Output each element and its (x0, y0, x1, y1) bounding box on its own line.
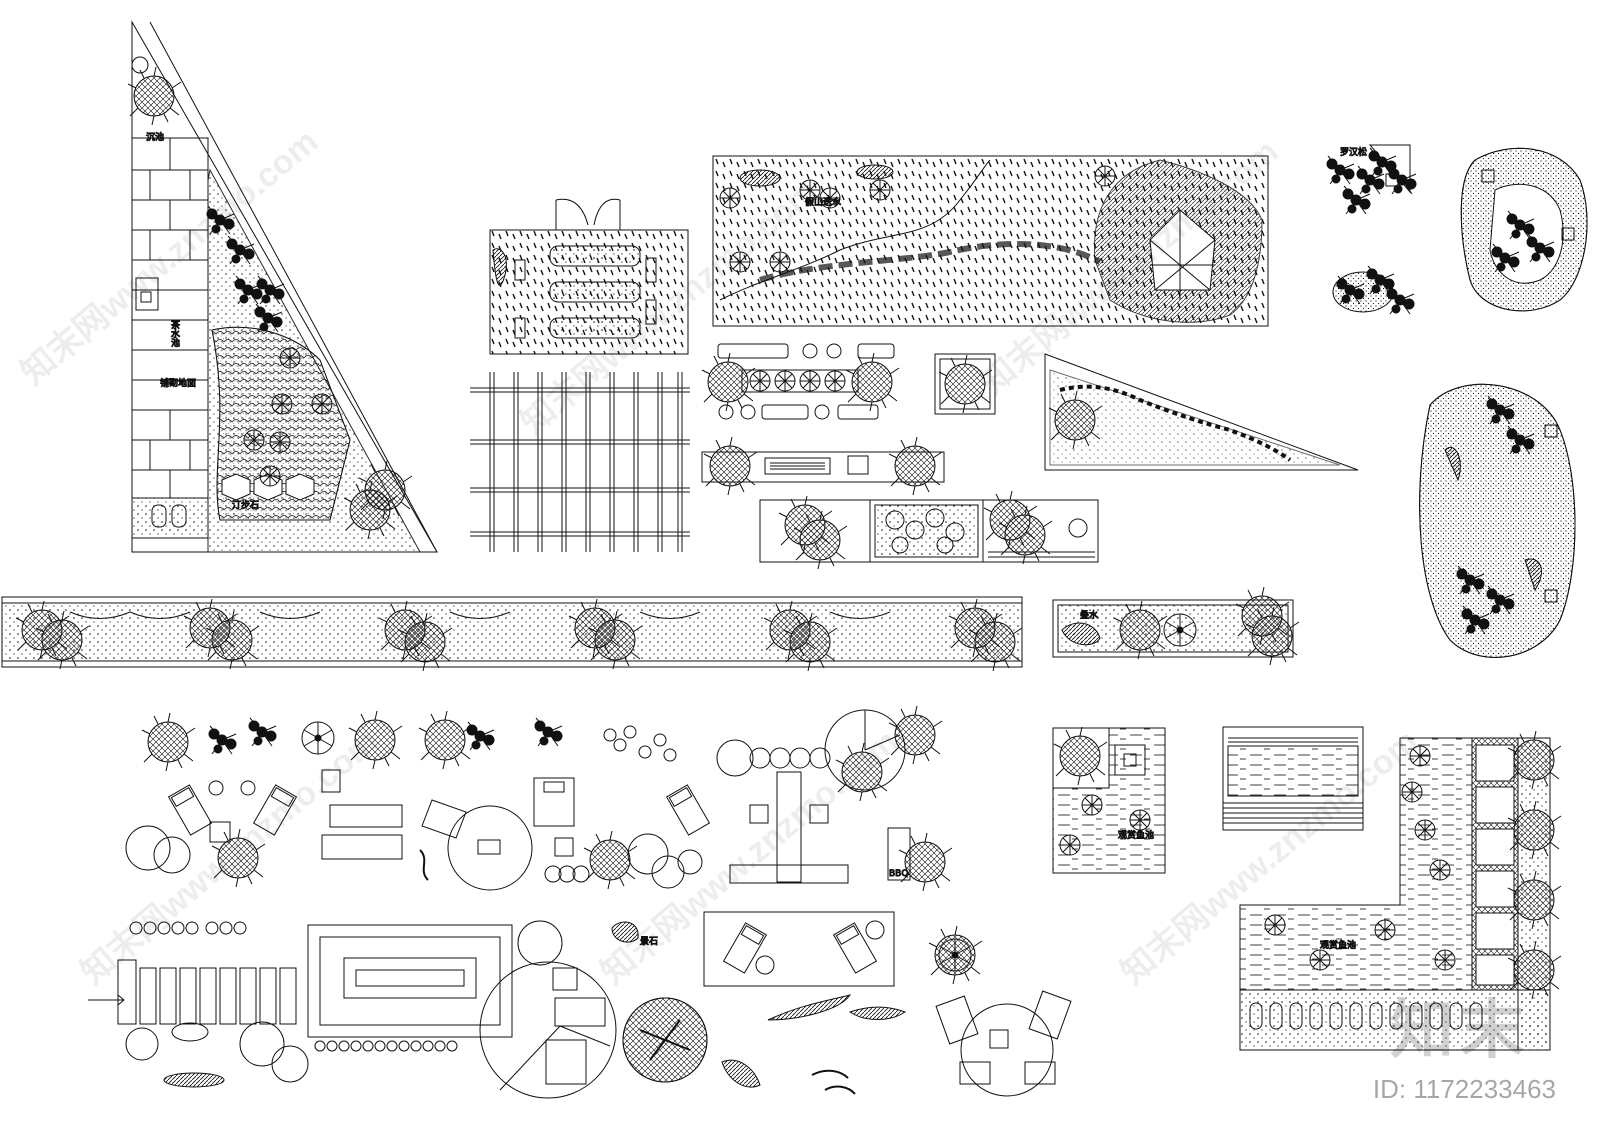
water-feature-panel (1222, 726, 1364, 831)
label-koi-pond-2: 观赏鱼池 (1320, 939, 1356, 951)
planter-seat-plan (701, 436, 945, 496)
pergola-grid-plan (470, 372, 690, 552)
small-square-planter (934, 353, 996, 415)
long-hedge-strip (1, 596, 1023, 672)
label-paving: 铺砌地面 (160, 377, 196, 389)
label-rockery-water-2: 叠水 (1080, 609, 1098, 621)
symbol-library: BBQ 景石 (88, 705, 1072, 1099)
courtyard-pavilion-plan: 假山迭水 (712, 155, 1269, 327)
arhat-pine-group: 罗汉松 (1326, 144, 1417, 315)
planter-garden-plan (489, 198, 689, 355)
triangle-planter-plan (1044, 353, 1359, 471)
label-bbq: BBQ (889, 869, 908, 879)
rockery-planter: 叠水 (1052, 586, 1300, 666)
bench-strip-plan (701, 343, 900, 420)
label-sunken-pool: 沉池 (146, 131, 164, 143)
label-tea-pool: 茶水池 (169, 319, 180, 347)
triangle-garden-plan: 沉池 茶水池 铺砌地面 汀步石 (127, 20, 438, 553)
three-bay-planter (759, 490, 1099, 570)
pebble-island-bottom (1419, 383, 1576, 658)
label-stepping-stone: 汀步石 (232, 500, 259, 511)
label-arhat-pine: 罗汉松 (1340, 146, 1367, 158)
label-koi-pond: 观赏鱼池 (1118, 829, 1154, 841)
label-rock: 景石 (640, 936, 658, 947)
pebble-island-top (1460, 147, 1588, 312)
l-shaped-koi-pond: 观赏鱼池 (1239, 730, 1562, 1051)
watermark-logo: 知末 (1390, 993, 1530, 1068)
image-id-label: ID: 1172233463 (1372, 1074, 1556, 1104)
label-rockery-water: 假山迭水 (805, 196, 841, 208)
koi-pond-small: 观赏鱼池 (1052, 726, 1166, 874)
